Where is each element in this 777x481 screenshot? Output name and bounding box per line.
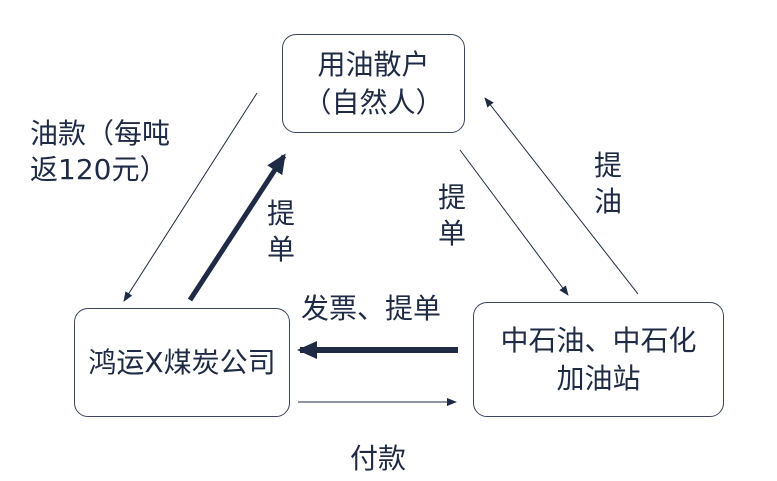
payment-rebate-label: 油款（每吨 返120元）	[30, 116, 170, 189]
station-node-line2: 加油站	[556, 361, 641, 395]
pickup-oil-label: 提 油	[593, 148, 623, 221]
payment-rebate-line1: 油款（每吨	[30, 117, 171, 150]
pickup-right-char1: 提	[593, 149, 622, 182]
station-node-line1: 中石油、中石化	[500, 323, 697, 357]
pickup-mid-char1: 提	[437, 181, 466, 214]
arrow-user-to-station	[459, 149, 569, 296]
arrow-user-to-company	[123, 92, 258, 302]
pickup-slip-left-label: 提 单	[266, 196, 296, 269]
arrow-station-to-user	[484, 97, 639, 295]
company-node: 鸿运X煤炭公司	[74, 308, 290, 417]
arrow-company-to-user	[187, 153, 287, 302]
invoice-pickup-label: 发票、提单	[301, 292, 442, 325]
user-node: 用油散户 （自然人）	[282, 34, 465, 133]
company-node-line1: 鸿运X煤炭公司	[88, 345, 276, 379]
pickup-mid-char2: 单	[437, 217, 466, 251]
user-node-line2: （自然人）	[303, 85, 444, 119]
pickup-left-char2: 单	[266, 233, 295, 267]
payment-label: 付款	[350, 442, 407, 475]
pickup-slip-mid-label: 提 单	[437, 180, 467, 253]
user-node-line1: 用油散户	[317, 47, 430, 81]
payment-rebate-line2: 返120元）	[30, 153, 168, 187]
pickup-right-char2: 油	[593, 185, 622, 219]
station-node: 中石油、中石化 加油站	[473, 302, 724, 417]
pickup-left-char1: 提	[266, 197, 295, 230]
